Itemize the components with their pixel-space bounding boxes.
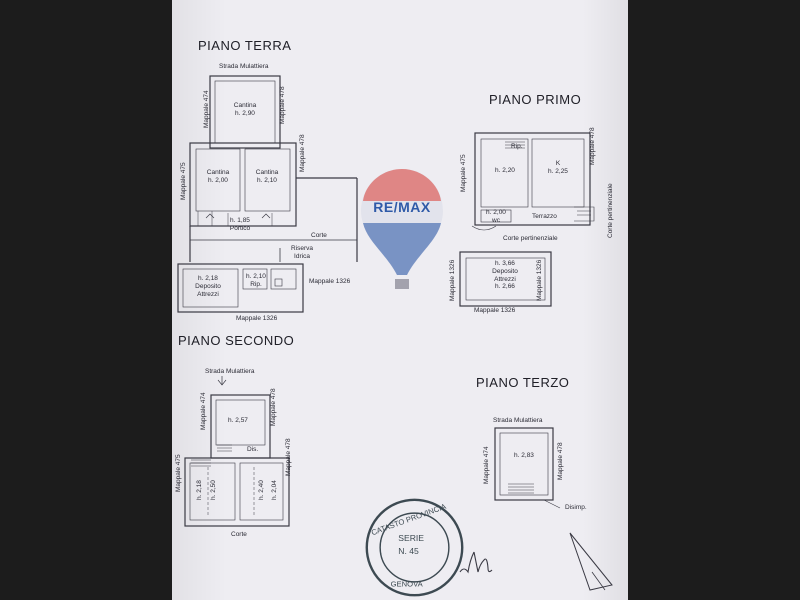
ground-mappale-474: Mappale 474 <box>203 90 210 128</box>
catasto-stamp: SERIE N. 45 GENOVA CATASTO PROVINCIA <box>365 498 464 597</box>
ground-strada-label: Strada Mulattiera <box>219 63 269 70</box>
svg-text:N. 45: N. 45 <box>398 546 419 556</box>
ground-cantina-left-height: h. 2,00 <box>208 176 228 184</box>
ground-cantina-top-name: Cantina <box>233 102 257 109</box>
first-corte-pertinenziale-side: Corte pertinenziale <box>607 183 614 238</box>
first-deposito-height2: h. 2,66 <box>495 283 515 291</box>
second-h204: h. 2,04 <box>271 480 278 500</box>
ground-mappale-1326-right: Mappale 1326 <box>309 278 351 285</box>
first-floor-outer-wall <box>474 132 591 226</box>
ground-cantina-right-name: Cantina <box>255 169 279 176</box>
second-floor-top-wall <box>210 394 271 459</box>
svg-text:GENOVA: GENOVA <box>391 580 424 589</box>
ground-corte-label: Corte <box>311 232 327 239</box>
ground-mappale-478-top: Mappale 478 <box>279 86 286 124</box>
first-deposito-name2: Attrezzi <box>494 275 516 283</box>
first-deposito-name: Deposito <box>492 267 518 275</box>
ground-deposito: h. 2,18 Deposito Attrezzi <box>186 275 230 298</box>
first-mappale-1326-left: Mappale 1326 <box>449 259 456 301</box>
first-mappale-475: Mappale 475 <box>460 154 467 192</box>
second-h240: h. 2,40 <box>258 480 265 500</box>
first-corte-pertinenziale: Corte pertinenziale <box>503 235 558 242</box>
first-mappale-478: Mappale 478 <box>589 127 596 165</box>
first-deposito-height1: h. 3,66 <box>495 260 515 267</box>
ground-riserva-label: Riserva <box>290 245 314 252</box>
first-terrazzo-label: Terrazzo <box>532 213 557 220</box>
ground-rip-height: h. 2,10 <box>246 273 266 280</box>
title-piano-secondo: PIANO SECONDO <box>178 333 295 348</box>
first-wc-label: wc <box>492 216 500 224</box>
second-floor-lower-wall <box>184 457 290 527</box>
ground-portico-name: Portico <box>229 224 251 232</box>
ground-deposito-height: h. 2,18 <box>198 275 218 282</box>
first-floor-deposito-wall <box>459 251 552 307</box>
ground-cantina-left-name: Cantina <box>206 169 230 176</box>
floor-plan-sheet: RE/MAX SERIE N. 45 GENOVA CATASTO PROVIN… <box>172 0 628 600</box>
second-corte-label: Corte <box>231 531 247 538</box>
first-wc: h. 2,00 wc <box>481 209 511 225</box>
ground-deposito-wall <box>177 263 304 313</box>
second-h250: h. 2,50 <box>210 480 217 500</box>
floor-plan-drawing <box>177 75 613 591</box>
remax-balloon-logo <box>361 169 443 289</box>
second-mappale-478-top: Mappale 478 <box>270 388 277 426</box>
second-mappale-478: Mappale 478 <box>285 438 292 476</box>
ground-idrica-label: Idrica <box>294 252 310 260</box>
ground-cantina-right-height: h. 2,10 <box>257 176 277 184</box>
first-kitchen: K h. 2,25 <box>538 160 578 176</box>
second-h218: h. 2,18 <box>196 480 203 500</box>
third-disimp-label: Disimp. <box>565 504 587 511</box>
ground-mappale-475: Mappale 475 <box>180 162 187 200</box>
third-mappale-474: Mappale 474 <box>483 446 490 484</box>
title-piano-primo: PIANO PRIMO <box>489 92 582 107</box>
ground-rip-name: Rip. <box>250 280 262 288</box>
third-room: h. 2,83 <box>514 452 534 459</box>
title-piano-terra: PIANO TERRA <box>198 38 292 53</box>
ground-deposito-name2: Attrezzi <box>197 290 219 298</box>
first-kitchen-height: h. 2,25 <box>548 167 568 175</box>
ground-cantina-top-height: h. 2,90 <box>235 109 255 117</box>
second-mappale-475: Mappale 475 <box>175 454 182 492</box>
ground-portico-height: h. 1,85 <box>230 217 250 224</box>
second-room-top: h. 2,57 <box>228 417 248 424</box>
title-piano-terzo: PIANO TERZO <box>476 375 570 390</box>
third-strada-label: Strada Mulattiera <box>493 417 543 424</box>
first-mappale-1326-bottom: Mappale 1326 <box>474 307 516 314</box>
remax-logo-text: RE/MAX <box>373 199 431 215</box>
svg-text:SERIE: SERIE <box>398 533 424 543</box>
ground-cantina-top-wall <box>209 75 281 149</box>
second-mappale-474: Mappale 474 <box>200 392 207 430</box>
ground-mappale-478: Mappale 478 <box>299 134 306 172</box>
ground-riserva-idrica: Riserva Idrica <box>282 245 322 261</box>
ground-building-wall <box>189 142 297 227</box>
ground-cantina-top: Cantina h. 2,90 <box>222 102 268 118</box>
first-rip-label: Rip. <box>511 143 523 150</box>
ground-deposito-name: Deposito <box>195 282 221 290</box>
ground-cantina-right: Cantina h. 2,10 <box>247 169 287 185</box>
second-dis-label: Dis. <box>247 446 259 453</box>
ground-portico: h. 1,85 Portico <box>220 217 260 233</box>
first-wc-height: h. 2,00 <box>486 209 506 216</box>
first-room-left: h. 2,20 <box>495 167 515 174</box>
ground-mappale-1326-bottom: Mappale 1326 <box>236 315 278 322</box>
ground-rip: h. 2,10 Rip. <box>245 273 267 289</box>
first-mappale-1326-right: Mappale 1326 <box>536 259 543 301</box>
third-mappale-478: Mappale 478 <box>557 442 564 480</box>
third-floor-wall <box>494 427 554 501</box>
first-kitchen-label: K <box>555 160 561 167</box>
second-strada-label: Strada Mulattiera <box>205 368 255 375</box>
ground-cantina-left: Cantina h. 2,00 <box>198 169 238 185</box>
first-deposito: h. 3,66 Deposito Attrezzi h. 2,66 <box>478 260 532 291</box>
